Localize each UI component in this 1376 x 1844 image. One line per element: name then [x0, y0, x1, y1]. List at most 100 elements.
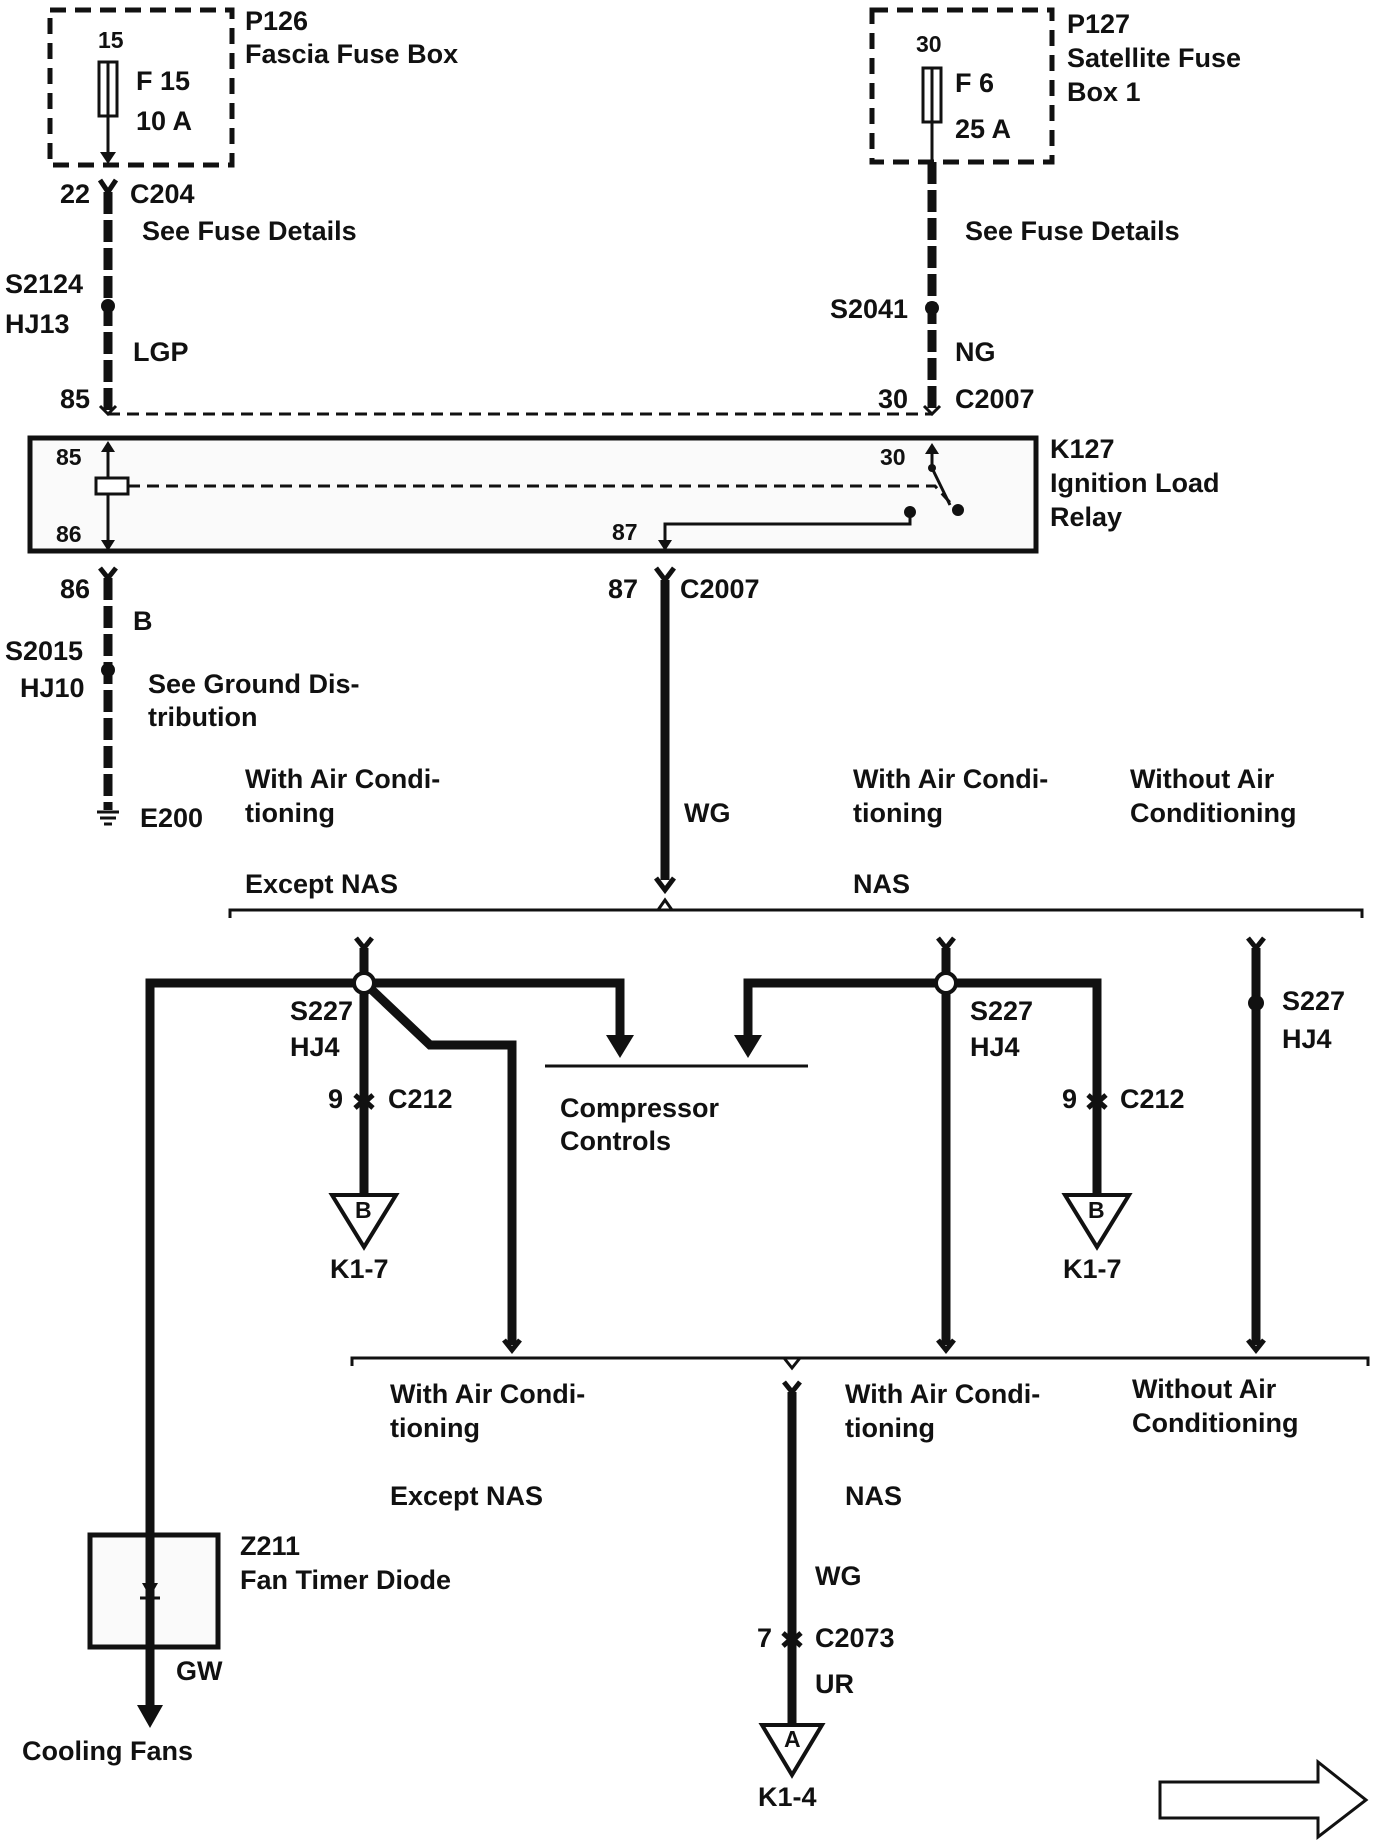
hj4-left-label: HJ4 — [290, 1032, 340, 1062]
diode-icon — [142, 1583, 158, 1597]
arrow-down-icon — [606, 1035, 634, 1058]
bottom-variant-b-line2: tioning — [845, 1413, 935, 1443]
c204-connector-icon — [97, 178, 119, 197]
hj10-label: HJ10 — [20, 673, 85, 703]
relay-switch-contact — [930, 467, 952, 506]
top-variant-b-line2: tioning — [853, 798, 943, 828]
p126-name: Fascia Fuse Box — [245, 39, 458, 69]
s2124-label: S2124 — [5, 269, 83, 299]
relay-pin-86: 86 — [56, 521, 82, 547]
k1-7-left-ref-triangle-icon — [328, 1193, 400, 1251]
top-variant-b-line1: With Air Condi- — [853, 764, 1048, 794]
p126-id: P126 — [245, 6, 308, 36]
e200-label: E200 — [140, 803, 203, 833]
relay-pin-30: 30 — [880, 444, 906, 470]
bottom-variant-c-line1: Without Air — [1132, 1374, 1277, 1404]
p127-cavity: 30 — [916, 31, 942, 57]
k1-7-mid-ref: K1-7 — [1063, 1254, 1122, 1284]
s227-mid-label: S227 — [970, 996, 1033, 1026]
z211-id: Z211 — [240, 1531, 300, 1561]
s227-left-splice-dot — [352, 971, 376, 995]
top-variant-c-line1: Without Air — [1130, 764, 1275, 794]
left-see-fuse-details: See Fuse Details — [142, 216, 357, 246]
relay-coil-icon — [94, 476, 130, 496]
c2007-top-label: C2007 — [955, 384, 1035, 414]
next-page-arrow-icon[interactable] — [1158, 1758, 1369, 1841]
bottom-variant-a-line2: tioning — [390, 1413, 480, 1443]
c212-left-pin: 9 — [328, 1084, 343, 1114]
s227-right-splice-dot — [1248, 995, 1264, 1011]
s227-right-label: S227 — [1282, 986, 1345, 1016]
ground-note-line1: See Ground Dis- — [148, 669, 360, 699]
top-variant-a-line1: With Air Condi- — [245, 764, 440, 794]
p126-cavity: 15 — [98, 27, 124, 53]
c2073-pin: 7 — [757, 1623, 772, 1653]
k127-name-line2: Relay — [1050, 502, 1122, 532]
p127-name-line2: Box 1 — [1067, 77, 1141, 107]
c204-pin: 22 — [60, 179, 90, 209]
ur-wire-label: UR — [815, 1669, 854, 1699]
left-feed-circuit: 22 C204 See Fuse Details S2124 HJ13 LGP … — [5, 178, 357, 414]
bottom-variant-a-line1: With Air Condi- — [390, 1379, 585, 1409]
k127-id: K127 — [1050, 434, 1115, 464]
b-wire-label: B — [133, 606, 153, 636]
p126-fuse-box: 15 F 15 10 A P126 Fascia Fuse Box — [47, 6, 458, 168]
ground-circuit: 86 B S2015 HJ10 See Ground Dis- tributio… — [5, 566, 360, 833]
variant-brace-bottom: With Air Condi- tioning Except NAS With … — [350, 1356, 1370, 1511]
p127-box-outline — [869, 7, 1055, 165]
hj13-label: HJ13 — [5, 309, 70, 339]
s2041-label: S2041 — [830, 294, 908, 324]
arrow-up-icon — [101, 441, 115, 452]
bottom-variant-brace — [350, 1356, 1370, 1366]
s227-left-label: S227 — [290, 996, 353, 1026]
s2015-label: S2015 — [5, 636, 83, 666]
k127-relay: 85 86 30 87 K127 Ignition Load Relay — [27, 434, 1219, 554]
p127-fuse-box: 30 F 6 25 A P127 Satellite Fuse Box 1 — [869, 7, 1241, 165]
ground-note-line2: tribution — [148, 702, 257, 732]
right-feed-circuit: See Fuse Details S2041 NG 30 C2007 — [830, 162, 1180, 414]
top-variant-a-sub: Except NAS — [245, 869, 398, 899]
wg-wire-label: WG — [684, 798, 731, 828]
ground-icon — [97, 810, 119, 826]
top-variant-b-sub: NAS — [853, 869, 910, 899]
p126-box-outline — [47, 7, 235, 168]
z211-fan-timer-diode: Z211 Fan Timer Diode GW Cooling Fans — [22, 1531, 451, 1766]
relay-pin-85: 85 — [56, 444, 82, 470]
k1-7-mid-ref-letter: B — [1088, 1197, 1105, 1223]
z211-name: Fan Timer Diode — [240, 1565, 451, 1595]
s227-mid-splice-dot — [934, 971, 958, 995]
top-variant-c-line2: Conditioning — [1130, 798, 1296, 828]
p126-fuse-id: F 15 — [136, 66, 190, 96]
c2007-bottom-label: C2007 — [680, 574, 760, 604]
s227-mid-branch: S227 HJ4 9 C212 B K1-7 — [734, 936, 1185, 1355]
p127-fuse-id: F 6 — [955, 68, 994, 98]
ground-pin-86: 86 — [60, 574, 90, 604]
k1-7-mid-ref-triangle-icon — [1061, 1193, 1133, 1251]
top-variant-a-line2: tioning — [245, 798, 335, 828]
p127-id: P127 — [1067, 9, 1130, 39]
bottom-variant-c-line2: Conditioning — [1132, 1408, 1298, 1438]
c2073-label: C2073 — [815, 1623, 895, 1653]
p126-fuse-rating: 10 A — [136, 106, 192, 136]
bottom-variant-b-sub: NAS — [845, 1481, 902, 1511]
compressor-controls: Compressor Controls — [545, 1064, 808, 1156]
c212-mid-label: C212 — [1120, 1084, 1185, 1114]
output-pin-87: 87 — [608, 574, 638, 604]
s227-left-branch: S227 HJ4 9 C212 B K1-7 — [145, 936, 634, 1720]
arrow-down-icon — [734, 1035, 762, 1058]
k1-4-ref-triangle-icon — [758, 1723, 826, 1779]
k1-4-wire-label: WG — [815, 1561, 862, 1591]
c2007-pin-30: 30 — [878, 384, 908, 414]
c212-mid-pin: 9 — [1062, 1084, 1077, 1114]
compressor-line2: Controls — [560, 1126, 671, 1156]
gw-wire-label: GW — [176, 1656, 223, 1686]
k1-4-circuit: WG 7 C2073 UR A K1-4 — [757, 1380, 895, 1812]
top-variant-brace — [228, 908, 1364, 918]
arrow-down-icon — [137, 1705, 163, 1728]
variant-brace-top: With Air Condi- tioning Except NAS With … — [228, 764, 1364, 918]
s2124-splice-dot — [101, 299, 115, 313]
c204-label: C204 — [130, 179, 195, 209]
lgp-wire-label: LGP — [133, 337, 189, 367]
cooling-fans-label: Cooling Fans — [22, 1736, 193, 1766]
